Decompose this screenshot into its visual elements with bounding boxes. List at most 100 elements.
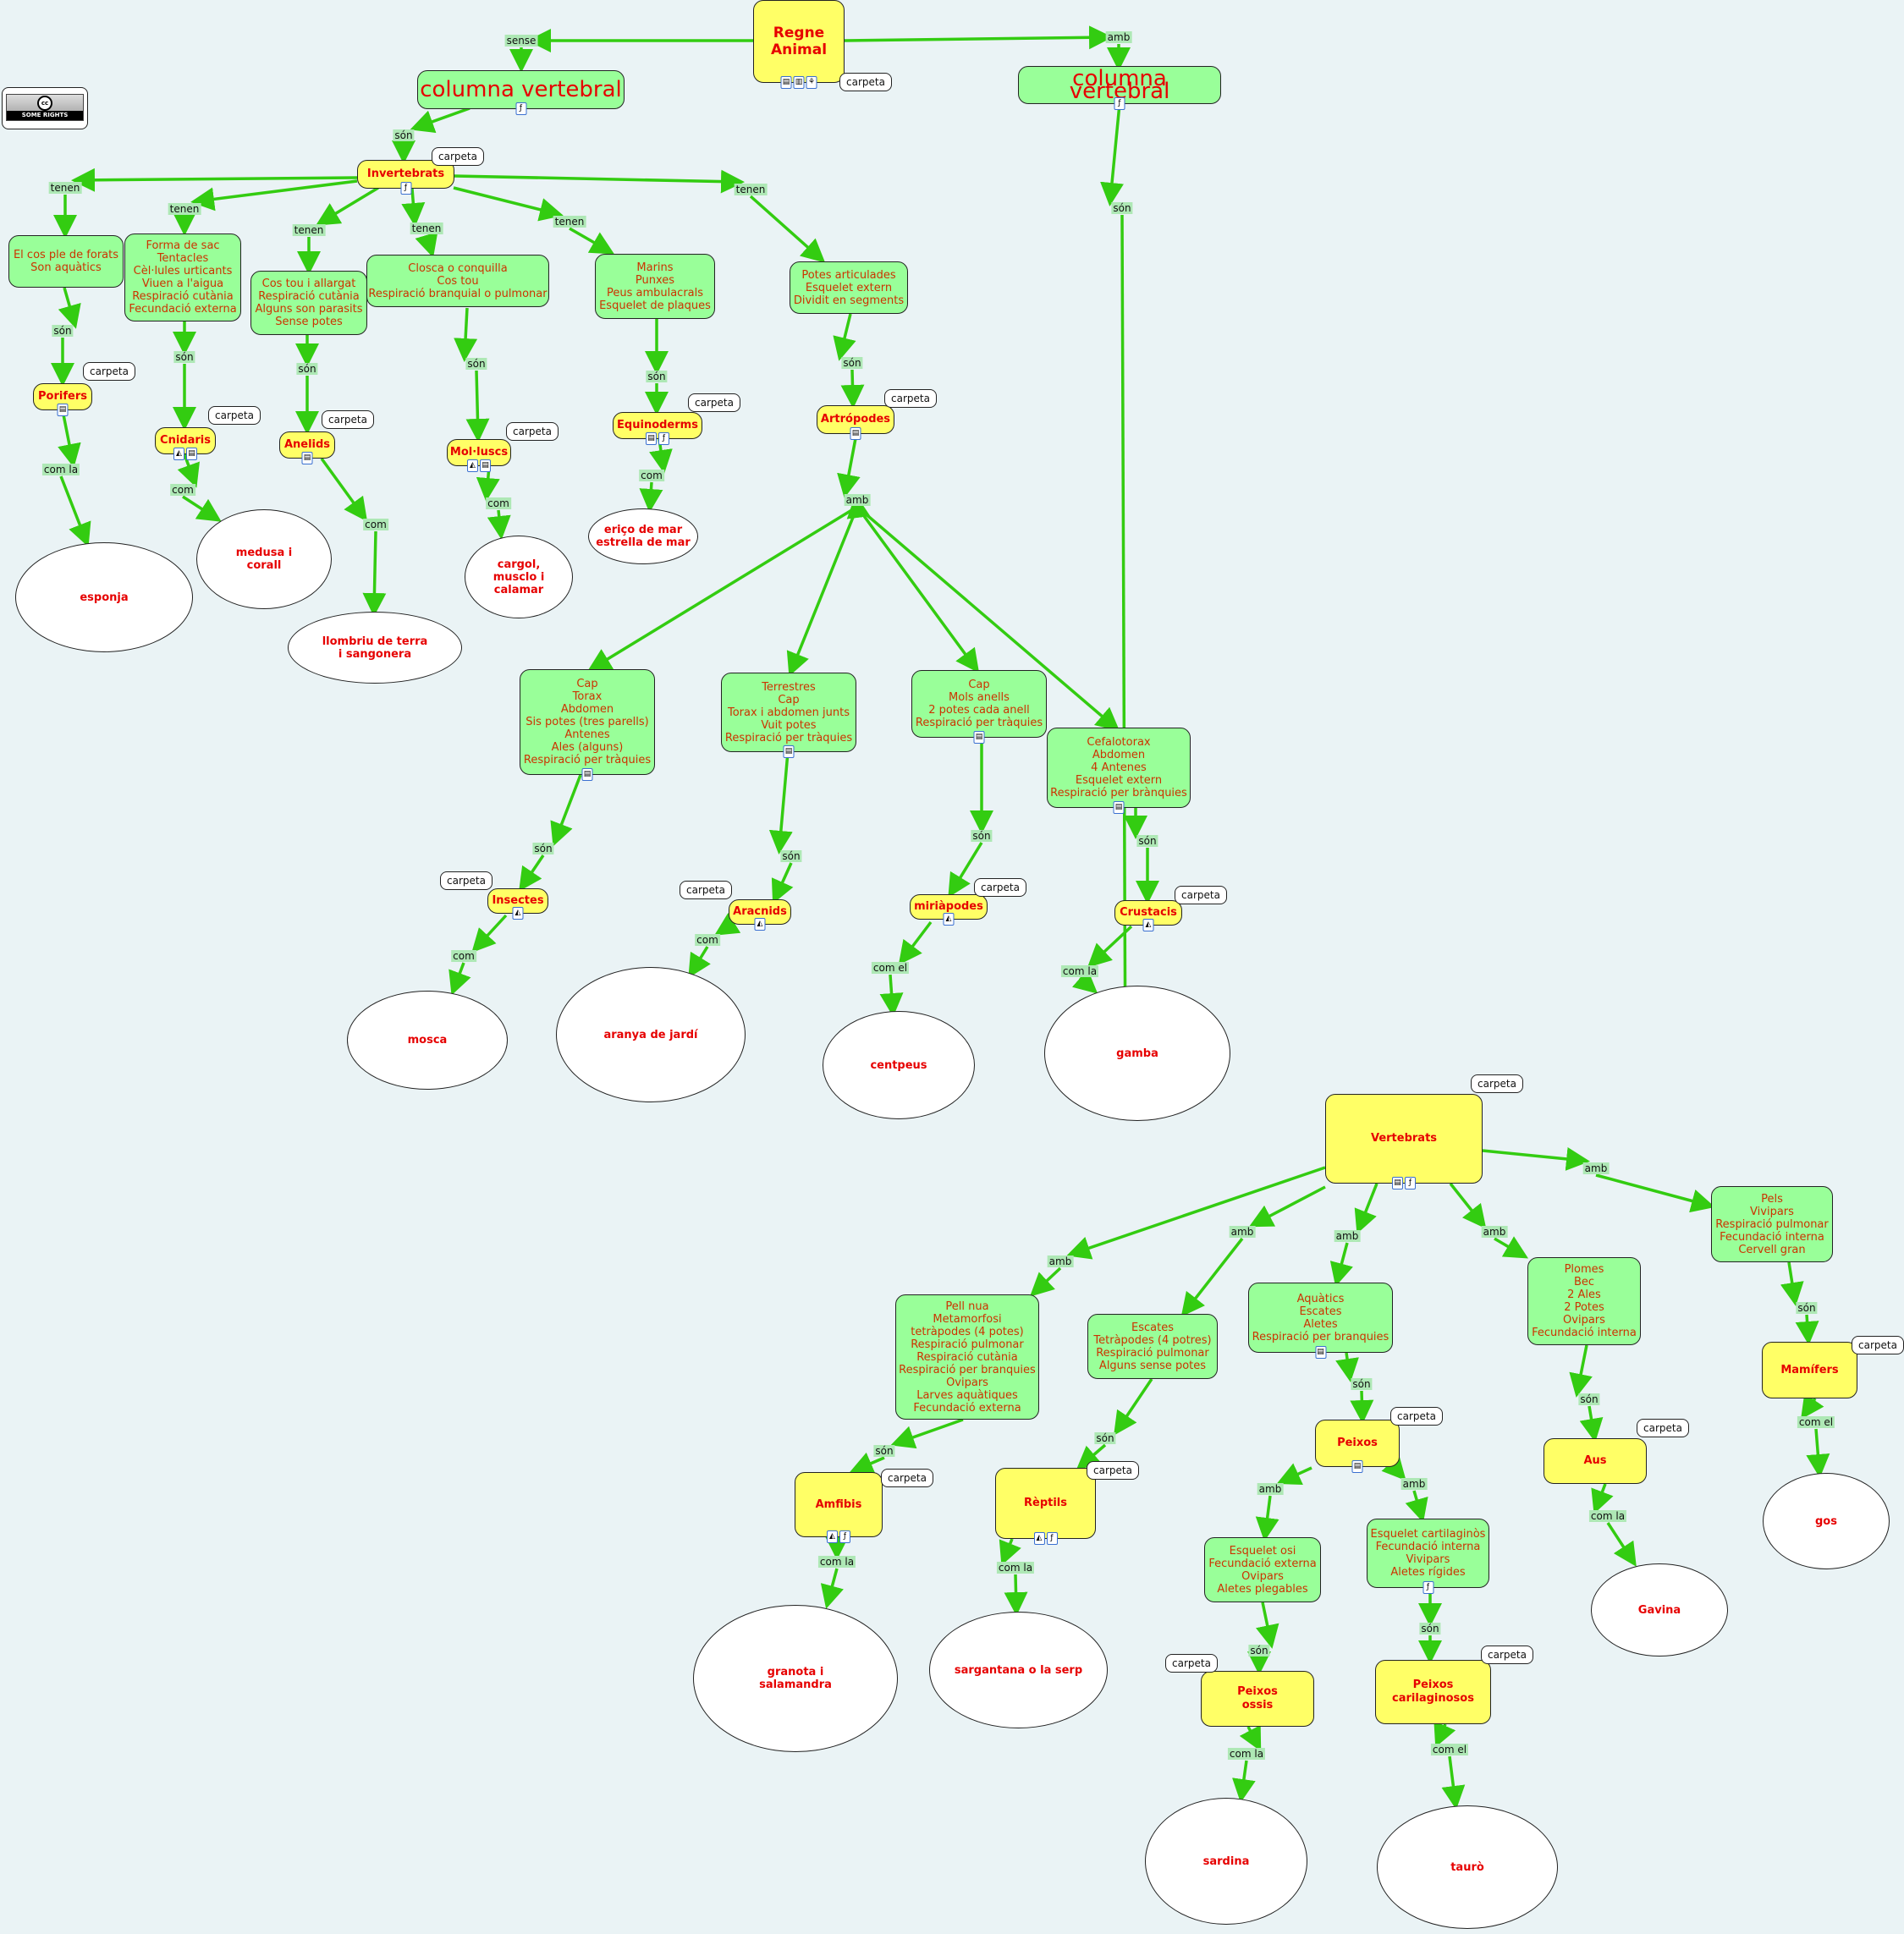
concept-aracnids-traits[interactable]: Terrestres Cap Torax i abdomen junts Vui…: [721, 673, 856, 752]
linking-phrase-com[interactable]: com: [639, 470, 664, 481]
concept-equinoderms-traits[interactable]: Marins Punxes Peus ambulacrals Esquelet …: [595, 254, 715, 319]
linking-phrase-tenen[interactable]: tenen: [168, 203, 201, 215]
concept-granota[interactable]: granota i salamandra: [693, 1605, 898, 1752]
concept-peixos[interactable]: Peixos: [1315, 1420, 1400, 1467]
linking-phrase-com-la[interactable]: com la: [1227, 1748, 1266, 1760]
concept-llombriu[interactable]: llombriu de terra i sangonera: [288, 612, 462, 684]
image-resource-icon[interactable]: ◭: [173, 448, 184, 460]
linking-phrase-com-la[interactable]: com la: [817, 1556, 856, 1568]
document-icon[interactable]: ▤: [1315, 1346, 1326, 1359]
linking-phrase-son[interactable]: són: [1796, 1302, 1818, 1314]
linking-phrase-com-la[interactable]: com la: [41, 464, 80, 475]
document-icon[interactable]: ▤: [480, 459, 491, 472]
concept-mosca[interactable]: mosca: [347, 991, 508, 1090]
linking-phrase-son[interactable]: són: [173, 351, 195, 363]
carpeta-resource-link[interactable]: carpeta: [884, 389, 937, 408]
concept-anelids-traits[interactable]: Cos tou i allargat Respiració cutània Al…: [250, 271, 367, 335]
image-resource-icon[interactable]: ◭: [1033, 1532, 1045, 1545]
concept-insectes-traits[interactable]: Cap Torax Abdomen Sis potes (tres parell…: [520, 669, 655, 775]
linking-phrase-com[interactable]: com: [451, 950, 476, 962]
linking-phrase-son[interactable]: són: [1351, 1378, 1373, 1390]
linking-phrase-com-la[interactable]: com la: [1060, 965, 1099, 977]
linking-phrase-son[interactable]: són: [52, 325, 74, 337]
concept-amfibis[interactable]: Amfibis: [795, 1472, 883, 1537]
linking-phrase-son[interactable]: són: [780, 850, 802, 862]
carpeta-resource-link[interactable]: carpeta: [1165, 1654, 1218, 1673]
linking-phrase-son[interactable]: són: [296, 363, 318, 375]
linking-phrase-son[interactable]: són: [1578, 1393, 1600, 1405]
linking-phrase-com[interactable]: com: [695, 934, 720, 946]
linking-phrase-com-el[interactable]: com el: [871, 962, 910, 974]
flash-resource-icon[interactable]: ƒ: [515, 102, 526, 115]
concept-peixos-traits[interactable]: Aquàtics Escates Aletes Respiració per b…: [1248, 1283, 1393, 1353]
concept-aus-traits[interactable]: Plomes Bec 2 Ales 2 Potes Ovipars Fecund…: [1527, 1257, 1641, 1345]
linking-phrase-com-la[interactable]: com la: [1588, 1510, 1627, 1522]
flash-resource-icon[interactable]: ƒ: [1422, 1581, 1434, 1594]
linking-phrase-tenen[interactable]: tenen: [292, 224, 326, 236]
image-resource-icon[interactable]: ◭: [943, 913, 955, 926]
linking-phrase-com[interactable]: com: [170, 484, 195, 496]
linking-phrase-son[interactable]: són: [532, 843, 554, 854]
carpeta-resource-link[interactable]: carpeta: [1852, 1336, 1904, 1354]
carpeta-resource-link[interactable]: carpeta: [839, 73, 892, 91]
linking-phrase-amb[interactable]: amb: [1582, 1162, 1610, 1174]
image-resource-icon[interactable]: ◭: [827, 1530, 838, 1543]
linking-phrase-son[interactable]: són: [1136, 835, 1158, 847]
image-resource-icon[interactable]: ◭: [467, 459, 478, 472]
concept-insectes[interactable]: Insectes: [487, 888, 548, 914]
concept-erico[interactable]: eriço de mar estrella de mar: [588, 508, 698, 564]
concept-cargol[interactable]: cargol, musclo i calamar: [465, 536, 573, 618]
concept-cnidaris-traits[interactable]: Forma de sac Tentacles Cèl·lules urtican…: [124, 234, 241, 321]
document-icon[interactable]: ▤: [186, 448, 197, 460]
document-icon[interactable]: ▤: [646, 432, 657, 445]
concept-reptils[interactable]: Rèptils: [995, 1468, 1096, 1539]
carpeta-resource-link[interactable]: carpeta: [322, 410, 374, 429]
flash-resource-icon[interactable]: ƒ: [400, 182, 411, 195]
document-icon[interactable]: ▤: [301, 452, 313, 464]
linking-phrase-sense[interactable]: sense: [504, 35, 538, 47]
concept-mamifers-traits[interactable]: Pels Vivipars Respiració pulmonar Fecund…: [1711, 1186, 1833, 1262]
concept-ossis[interactable]: Peixos ossis: [1201, 1671, 1314, 1727]
linking-phrase-tenen[interactable]: tenen: [734, 184, 768, 195]
document-icon[interactable]: ▤: [1351, 1460, 1363, 1473]
linking-phrase-com[interactable]: com: [486, 497, 511, 509]
linking-phrase-com-el[interactable]: com el: [1430, 1744, 1469, 1755]
carpeta-resource-link[interactable]: carpeta: [1087, 1461, 1139, 1480]
linking-phrase-amb[interactable]: amb: [1334, 1230, 1361, 1242]
document-icon[interactable]: ▤: [973, 731, 985, 744]
concept-molluscs-traits[interactable]: Closca o conquilla Cos tou Respiració br…: [366, 255, 549, 307]
linking-phrase-com-la[interactable]: com la: [996, 1562, 1035, 1574]
concept-reptils-traits[interactable]: Escates Tetràpodes (4 potres) Respiració…: [1087, 1314, 1218, 1379]
linking-phrase-son[interactable]: són: [393, 129, 415, 141]
carpeta-resource-link[interactable]: carpeta: [208, 406, 261, 425]
concept-molluscs[interactable]: Mol·luscs: [447, 439, 511, 466]
carpeta-resource-link[interactable]: carpeta: [432, 147, 484, 166]
concept-medusa[interactable]: medusa i corall: [196, 509, 332, 609]
linking-phrase-son[interactable]: són: [646, 371, 668, 382]
carpeta-resource-link[interactable]: carpeta: [1637, 1419, 1689, 1437]
concept-gavina[interactable]: Gavina: [1591, 1563, 1728, 1657]
linking-phrase-amb[interactable]: amb: [1257, 1483, 1284, 1495]
linking-phrase-amb[interactable]: amb: [1400, 1478, 1428, 1490]
document-icon[interactable]: ▥: [793, 76, 805, 89]
linking-phrase-amb[interactable]: amb: [1229, 1226, 1256, 1238]
concept-mamifers[interactable]: Mamífers: [1762, 1342, 1857, 1398]
concept-amfibis-traits[interactable]: Pell nua Metamorfosi tetràpodes (4 potes…: [895, 1294, 1039, 1420]
flash-resource-icon[interactable]: ƒ: [658, 432, 669, 445]
concept-vertebrats[interactable]: Vertebrats: [1325, 1094, 1483, 1184]
image-resource-icon[interactable]: ◭: [1142, 919, 1154, 931]
concept-porifers-traits[interactable]: El cos ple de forats Son aquàtics: [8, 235, 124, 288]
linking-phrase-amb[interactable]: amb: [1105, 31, 1132, 43]
concept-aranya[interactable]: aranya de jardí: [556, 967, 746, 1102]
carpeta-resource-link[interactable]: carpeta: [680, 881, 732, 899]
concept-cartil-traits[interactable]: Esquelet cartilaginòs Fecundació interna…: [1367, 1519, 1489, 1588]
flash-resource-icon[interactable]: ƒ: [839, 1530, 850, 1543]
linking-phrase-son[interactable]: són: [1094, 1432, 1116, 1444]
concept-sardina[interactable]: sardina: [1145, 1798, 1307, 1925]
carpeta-resource-link[interactable]: carpeta: [1175, 886, 1227, 904]
document-icon[interactable]: ▤: [1392, 1177, 1403, 1190]
concept-crustacis[interactable]: Crustacis: [1114, 900, 1182, 926]
concept-ossis-traits[interactable]: Esquelet osi Fecundació externa Ovipars …: [1204, 1537, 1321, 1602]
linking-phrase-son[interactable]: són: [841, 357, 863, 369]
concept-aus[interactable]: Aus: [1544, 1438, 1647, 1484]
